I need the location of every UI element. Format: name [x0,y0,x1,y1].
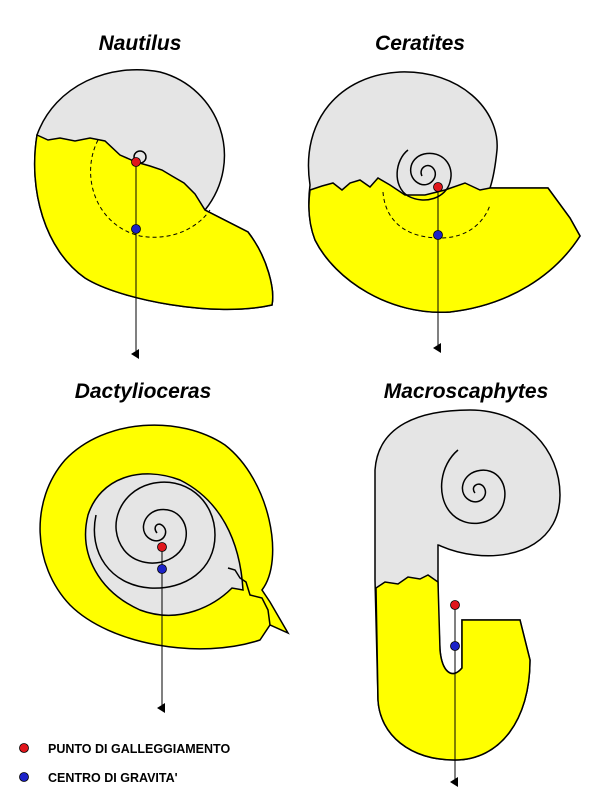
macroscaphytes-title: Macroscaphytes [384,380,549,403]
ceratites-gravity-center [433,230,443,240]
ceratites-shell-filled [308,177,581,314]
dactylioceras-gravity-center [157,564,167,574]
macroscaphytes-spiral [440,449,506,525]
dactylioceras-panel: Dactylioceras [39,380,290,713]
ceratites-panel: Ceratites [307,32,581,353]
dactylioceras-buoyancy-point [157,542,167,552]
ceratites-title: Ceratites [375,32,465,55]
dactylioceras-title: Dactylioceras [75,380,212,403]
legend: PUNTO DI GALLEGGIAMENTO CENTRO DI GRAVIT… [19,742,230,785]
macroscaphytes-buoyancy-point [450,600,460,610]
ceratites-buoyancy-point [433,182,443,192]
ceratites-coil-line [382,191,491,239]
legend-item-gravity: CENTRO DI GRAVITA' [19,771,178,785]
macroscaphytes-shell-filled [375,574,531,761]
legend-label-buoyancy: PUNTO DI GALLEGGIAMENTO [48,742,230,756]
dactylioceras-spiral [93,481,216,589]
legend-label-gravity: CENTRO DI GRAVITA' [48,771,178,785]
nautilus-title: Nautilus [99,32,182,55]
nautilus-coil-line [90,139,211,238]
nautilus-shell-filled [33,133,274,311]
legend-swatch-gravity [19,772,29,782]
macroscaphytes-gravity-center [450,641,460,651]
legend-swatch-buoyancy [19,743,29,753]
macroscaphytes-panel: Macroscaphytes [374,380,561,787]
nautilus-panel: Nautilus [33,32,274,359]
nautilus-buoyancy-point [131,157,141,167]
dactylioceras-septum [227,567,271,626]
legend-item-buoyancy: PUNTO DI GALLEGGIAMENTO [19,742,230,756]
nautilus-gravity-center [131,224,141,234]
ceratites-spiral [396,149,452,201]
